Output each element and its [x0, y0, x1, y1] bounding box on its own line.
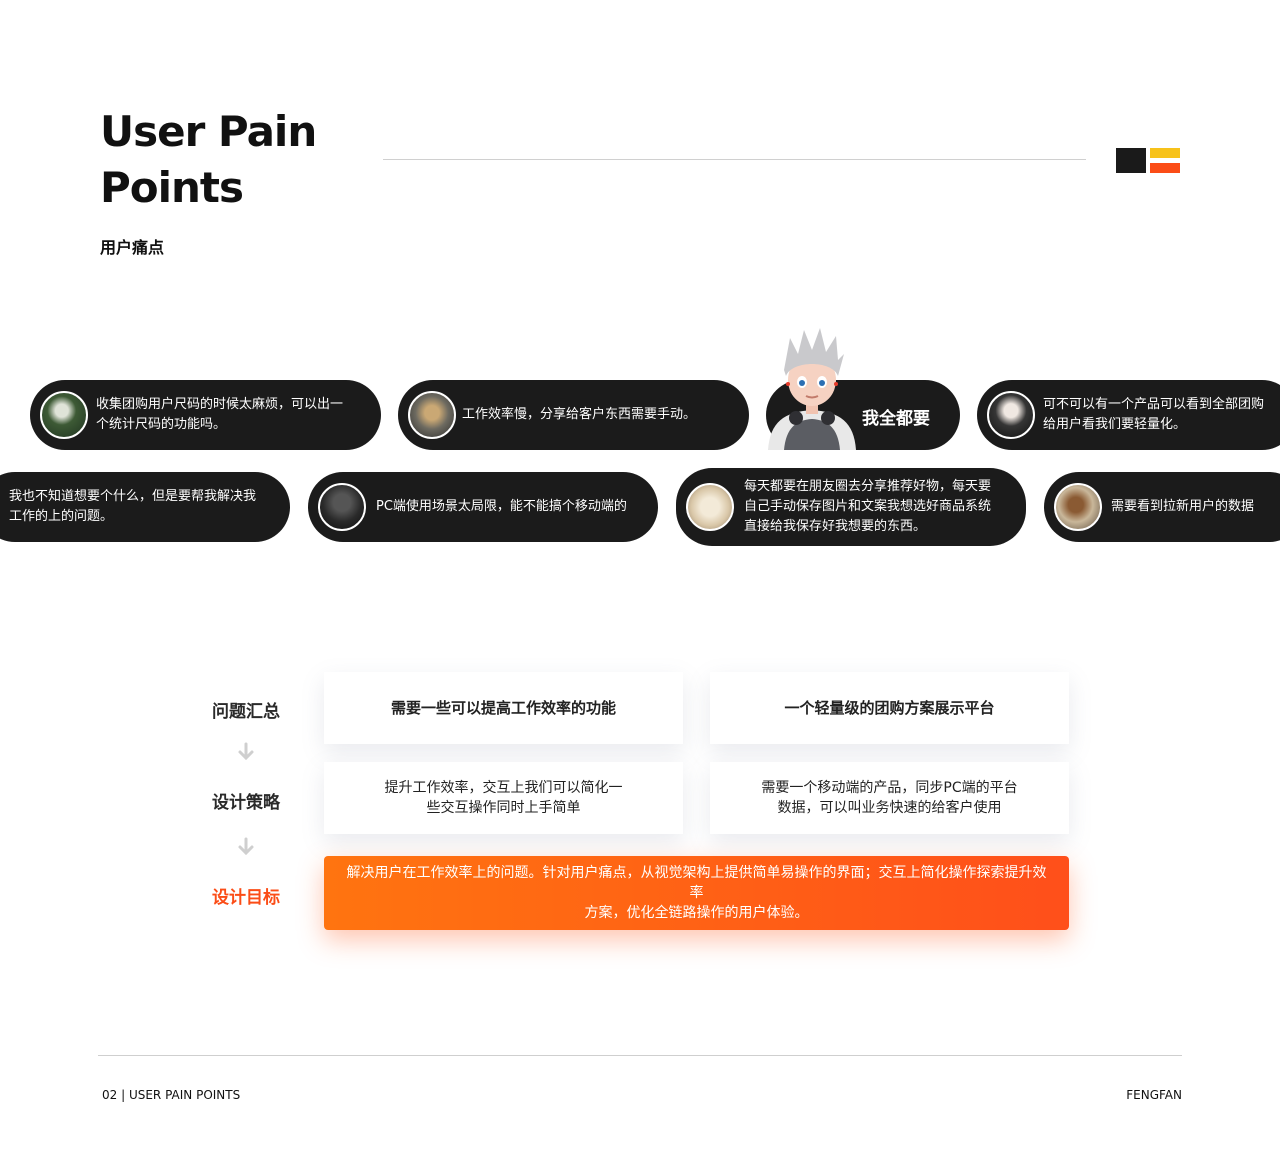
- bubble-text-line: 自己手动保存图片和文案我想选好商品系统: [744, 499, 992, 514]
- pain-bubble-6: 每天都要在朋友圈去分享推荐好物，每天要 自己手动保存图片和文案我想选好商品系统 …: [676, 468, 1026, 546]
- page-title: User Pain Points: [100, 104, 317, 216]
- bubble-text-line: 直接给我保存好我想要的东西。: [744, 519, 927, 534]
- strategy-text-line: 需要一个移动端的产品，同步PC端的平台: [761, 780, 1018, 796]
- strategy-text-line: 些交互操作同时上手简单: [426, 800, 581, 816]
- bubble-text-line: 我也不知道想要个什么，但是要帮我解决我: [9, 489, 257, 504]
- bubble-text-line: PC端使用场景太局限，能不能搞个移动端的: [376, 499, 627, 514]
- brand-logo: [1116, 148, 1180, 173]
- goal-card: 解决用户在工作效率上的问题。针对用户痛点，从视觉架构上提供简单易操作的界面；交互…: [324, 856, 1069, 930]
- bubble-text-line: 需要看到拉新用户的数据: [1111, 499, 1255, 514]
- goal-text-line: 方案，优化全链路操作的用户体验。: [584, 905, 809, 921]
- user-avatar: [1054, 483, 1102, 531]
- problem-card-1: 需要一些可以提高工作效率的功能: [324, 672, 683, 744]
- footer-page-label: 02 | USER PAIN POINTS: [102, 1088, 241, 1102]
- pain-bubble-5: PC端使用场景太局限，能不能搞个移动端的: [308, 472, 658, 542]
- strategy-card-2: 需要一个移动端的产品，同步PC端的平台 数据，可以叫业务快速的给客户使用: [710, 762, 1069, 834]
- logo-black-block: [1116, 148, 1146, 173]
- strategy-card-1: 提升工作效率，交互上我们可以简化一 些交互操作同时上手简单: [324, 762, 683, 834]
- cartoon-character-icon: [768, 328, 856, 450]
- user-avatar: [686, 483, 734, 531]
- pain-bubble-1: 收集团购用户尺码的时候太麻烦，可以出一 个统计尺码的功能吗。: [30, 380, 381, 450]
- flow-label-goal: 设计目标: [212, 888, 280, 908]
- bubble-text-line: 工作的上的问题。: [9, 509, 114, 524]
- strategy-text-line: 数据，可以叫业务快速的给客户使用: [777, 800, 1002, 816]
- flow-label-problems: 问题汇总: [212, 702, 280, 722]
- user-avatar: [40, 391, 88, 439]
- pain-bubble-3: 可不可以有一个产品可以看到全部团购 给用户看我们要轻量化。: [977, 380, 1280, 450]
- bubble-text-line: 个统计尺码的功能吗。: [96, 417, 227, 432]
- strategy-text-line: 提升工作效率，交互上我们可以简化一: [384, 780, 623, 796]
- pain-bubble-2: 工作效率慢，分享给客户东西需要手动。: [398, 380, 749, 450]
- bubble-text-line: 每天都要在朋友圈去分享推荐好物，每天要: [744, 479, 992, 494]
- footer-author: FENGFAN: [1126, 1088, 1182, 1102]
- page-subtitle: 用户痛点: [100, 238, 165, 257]
- title-line-2: Points: [100, 163, 244, 212]
- pain-bubble-7: 需要看到拉新用户的数据: [1044, 472, 1280, 542]
- flow-label-strategy: 设计策略: [212, 793, 280, 813]
- pain-bubble-4: 我也不知道想要个什么，但是要帮我解决我 工作的上的问题。: [0, 472, 290, 542]
- arrow-down-icon: [238, 837, 254, 856]
- bubble-text-line: 收集团购用户尺码的时候太麻烦，可以出一: [96, 397, 344, 412]
- goal-text-line: 解决用户在工作效率上的问题。针对用户痛点，从视觉架构上提供简单易操作的界面；交互…: [346, 865, 1047, 901]
- title-line-1: User Pain: [100, 107, 317, 156]
- arrow-down-icon: [238, 742, 254, 761]
- user-avatar: [318, 483, 366, 531]
- user-avatar: [987, 391, 1035, 439]
- bubble-text-line: 工作效率慢，分享给客户东西需要手动。: [462, 407, 697, 422]
- user-avatar: [408, 391, 456, 439]
- header-divider: [383, 159, 1086, 160]
- logo-orange-bar: [1150, 163, 1180, 173]
- bubble-text-line: 可不可以有一个产品可以看到全部团购: [1043, 397, 1265, 412]
- footer-divider: [98, 1055, 1182, 1056]
- problem-card-2: 一个轻量级的团购方案展示平台: [710, 672, 1069, 744]
- logo-yellow-bar: [1150, 148, 1180, 158]
- bubble-text-line: 给用户看我们要轻量化。: [1043, 417, 1187, 432]
- me-bubble-label: 我全都要: [862, 409, 930, 429]
